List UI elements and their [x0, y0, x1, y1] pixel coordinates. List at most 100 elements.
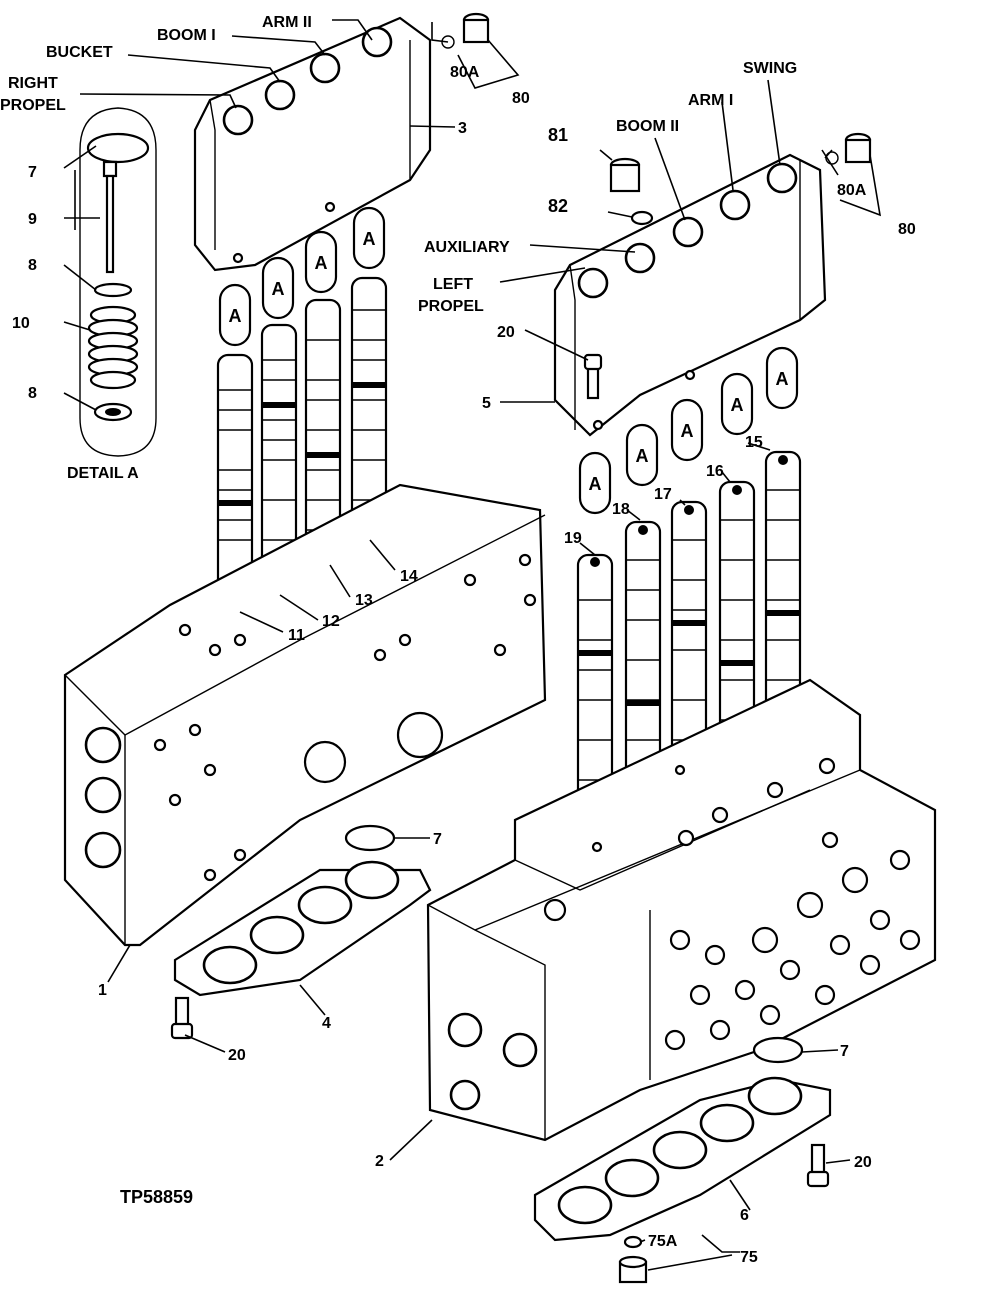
left-lower-plate-4	[170, 824, 432, 1040]
oring-82	[630, 210, 654, 226]
right-lower-plate-6	[533, 1036, 832, 1284]
label-bucket: BUCKET	[46, 44, 113, 61]
callout-17: 17	[654, 486, 672, 503]
right-main-body-2	[426, 678, 937, 1142]
marker-a-3-label: A	[315, 253, 328, 273]
detail-a-frame	[79, 107, 157, 457]
label-right-propel-line1: RIGHT	[8, 75, 58, 92]
spool-18	[624, 520, 662, 789]
callout-3: 3	[458, 120, 467, 137]
marker-a-5-label: A	[589, 474, 602, 494]
marker-a-6	[625, 423, 659, 487]
callout-7-left: 7	[433, 831, 442, 848]
callout-2: 2	[375, 1153, 384, 1170]
bolt-20-right	[806, 1143, 830, 1188]
detail-spring	[87, 305, 139, 390]
right-detail-markers: A A A A A	[578, 346, 799, 515]
marker-a-3	[304, 230, 338, 294]
callout-75a: 75A	[648, 1233, 678, 1250]
bolt-20-top	[583, 353, 603, 400]
right-spools	[576, 450, 802, 832]
marker-a-6-label: A	[636, 446, 649, 466]
main-body-1	[63, 483, 547, 947]
detail-bolt-head	[102, 160, 118, 178]
callout-7-detail: 7	[28, 164, 37, 181]
label-auxiliary: AUXILIARY	[424, 239, 510, 256]
marker-a-8	[720, 372, 754, 436]
label-left-propel-line2: PROPEL	[418, 298, 484, 315]
detail-cap	[86, 132, 150, 164]
detail-a-group	[63, 107, 157, 457]
right-upper-block	[553, 153, 827, 437]
callout-7-right: 7	[840, 1043, 849, 1060]
callout-9: 9	[28, 211, 37, 228]
marker-a-7	[670, 398, 704, 462]
callout-20-right: 20	[854, 1154, 872, 1171]
callout-12: 12	[322, 613, 340, 630]
label-boom-ii: BOOM II	[616, 118, 679, 135]
marker-a-9	[765, 346, 799, 410]
label-arm-ii: ARM II	[262, 14, 312, 31]
left-spools	[216, 276, 388, 617]
callout-8-lower: 8	[28, 385, 37, 402]
upper-cover-5	[553, 153, 827, 437]
label-right-propel-line2: PROPEL	[0, 97, 66, 114]
callout-5: 5	[482, 395, 491, 412]
callout-80a-right: 80A	[837, 182, 867, 199]
marker-a-2	[261, 256, 295, 320]
leader-lines	[79, 19, 882, 1271]
marker-a-4	[352, 206, 386, 270]
label-swing: SWING	[743, 60, 797, 77]
callout-82: 82	[548, 196, 568, 216]
oring-7-left	[344, 824, 396, 852]
callout-13: 13	[355, 592, 373, 609]
marker-a-1-label: A	[229, 306, 242, 326]
callout-18: 18	[612, 501, 630, 518]
detail-bolt-shank	[105, 174, 115, 274]
label-detail-a: DETAIL A	[67, 465, 139, 482]
plug-81	[609, 157, 641, 193]
callout-15: 15	[745, 434, 763, 451]
callout-6: 6	[740, 1207, 749, 1224]
marker-a-9-label: A	[776, 369, 789, 389]
left-detail-markers: A A A A	[218, 206, 386, 347]
callout-11: 11	[288, 627, 305, 644]
bolt-20-left	[170, 996, 194, 1040]
callout-16: 16	[706, 463, 724, 480]
callout-20-left: 20	[228, 1047, 246, 1064]
callout-80-left: 80	[512, 90, 530, 107]
callout-80-right: 80	[898, 221, 916, 238]
marker-a-4-label: A	[363, 229, 376, 249]
callout-14: 14	[400, 568, 418, 585]
label-left-propel-line1: LEFT	[433, 276, 473, 293]
marker-a-8-label: A	[731, 395, 744, 415]
spool-15	[764, 450, 802, 724]
upper-cover-3	[193, 16, 432, 272]
label-boom-i: BOOM I	[157, 27, 216, 44]
callout-20-top: 20	[497, 324, 515, 341]
callout-75: 75	[740, 1249, 758, 1266]
callout-80a-left: 80A	[450, 64, 480, 81]
oring-7-right	[752, 1036, 804, 1064]
left-upper-block	[193, 16, 432, 272]
callout-1: 1	[98, 982, 107, 999]
plug-80-left	[441, 12, 490, 49]
plug-80-right	[825, 132, 872, 165]
marker-a-1	[218, 283, 252, 347]
callout-labels: ARM II BOOM I BUCKET RIGHT PROPEL SWING …	[0, 14, 916, 1266]
detail-washer-top	[93, 282, 133, 298]
label-arm-i: ARM I	[688, 92, 733, 109]
callout-81: 81	[548, 125, 568, 145]
callout-8-upper: 8	[28, 257, 37, 274]
callout-4: 4	[322, 1015, 331, 1032]
main-body-2	[426, 678, 937, 1142]
figure-id: TP58859	[120, 1187, 193, 1207]
callout-10: 10	[12, 315, 30, 332]
marker-a-5	[578, 451, 612, 515]
left-main-body-1	[63, 483, 547, 947]
marker-a-7-label: A	[681, 421, 694, 441]
callout-19: 19	[564, 530, 582, 547]
marker-a-2-label: A	[272, 279, 285, 299]
